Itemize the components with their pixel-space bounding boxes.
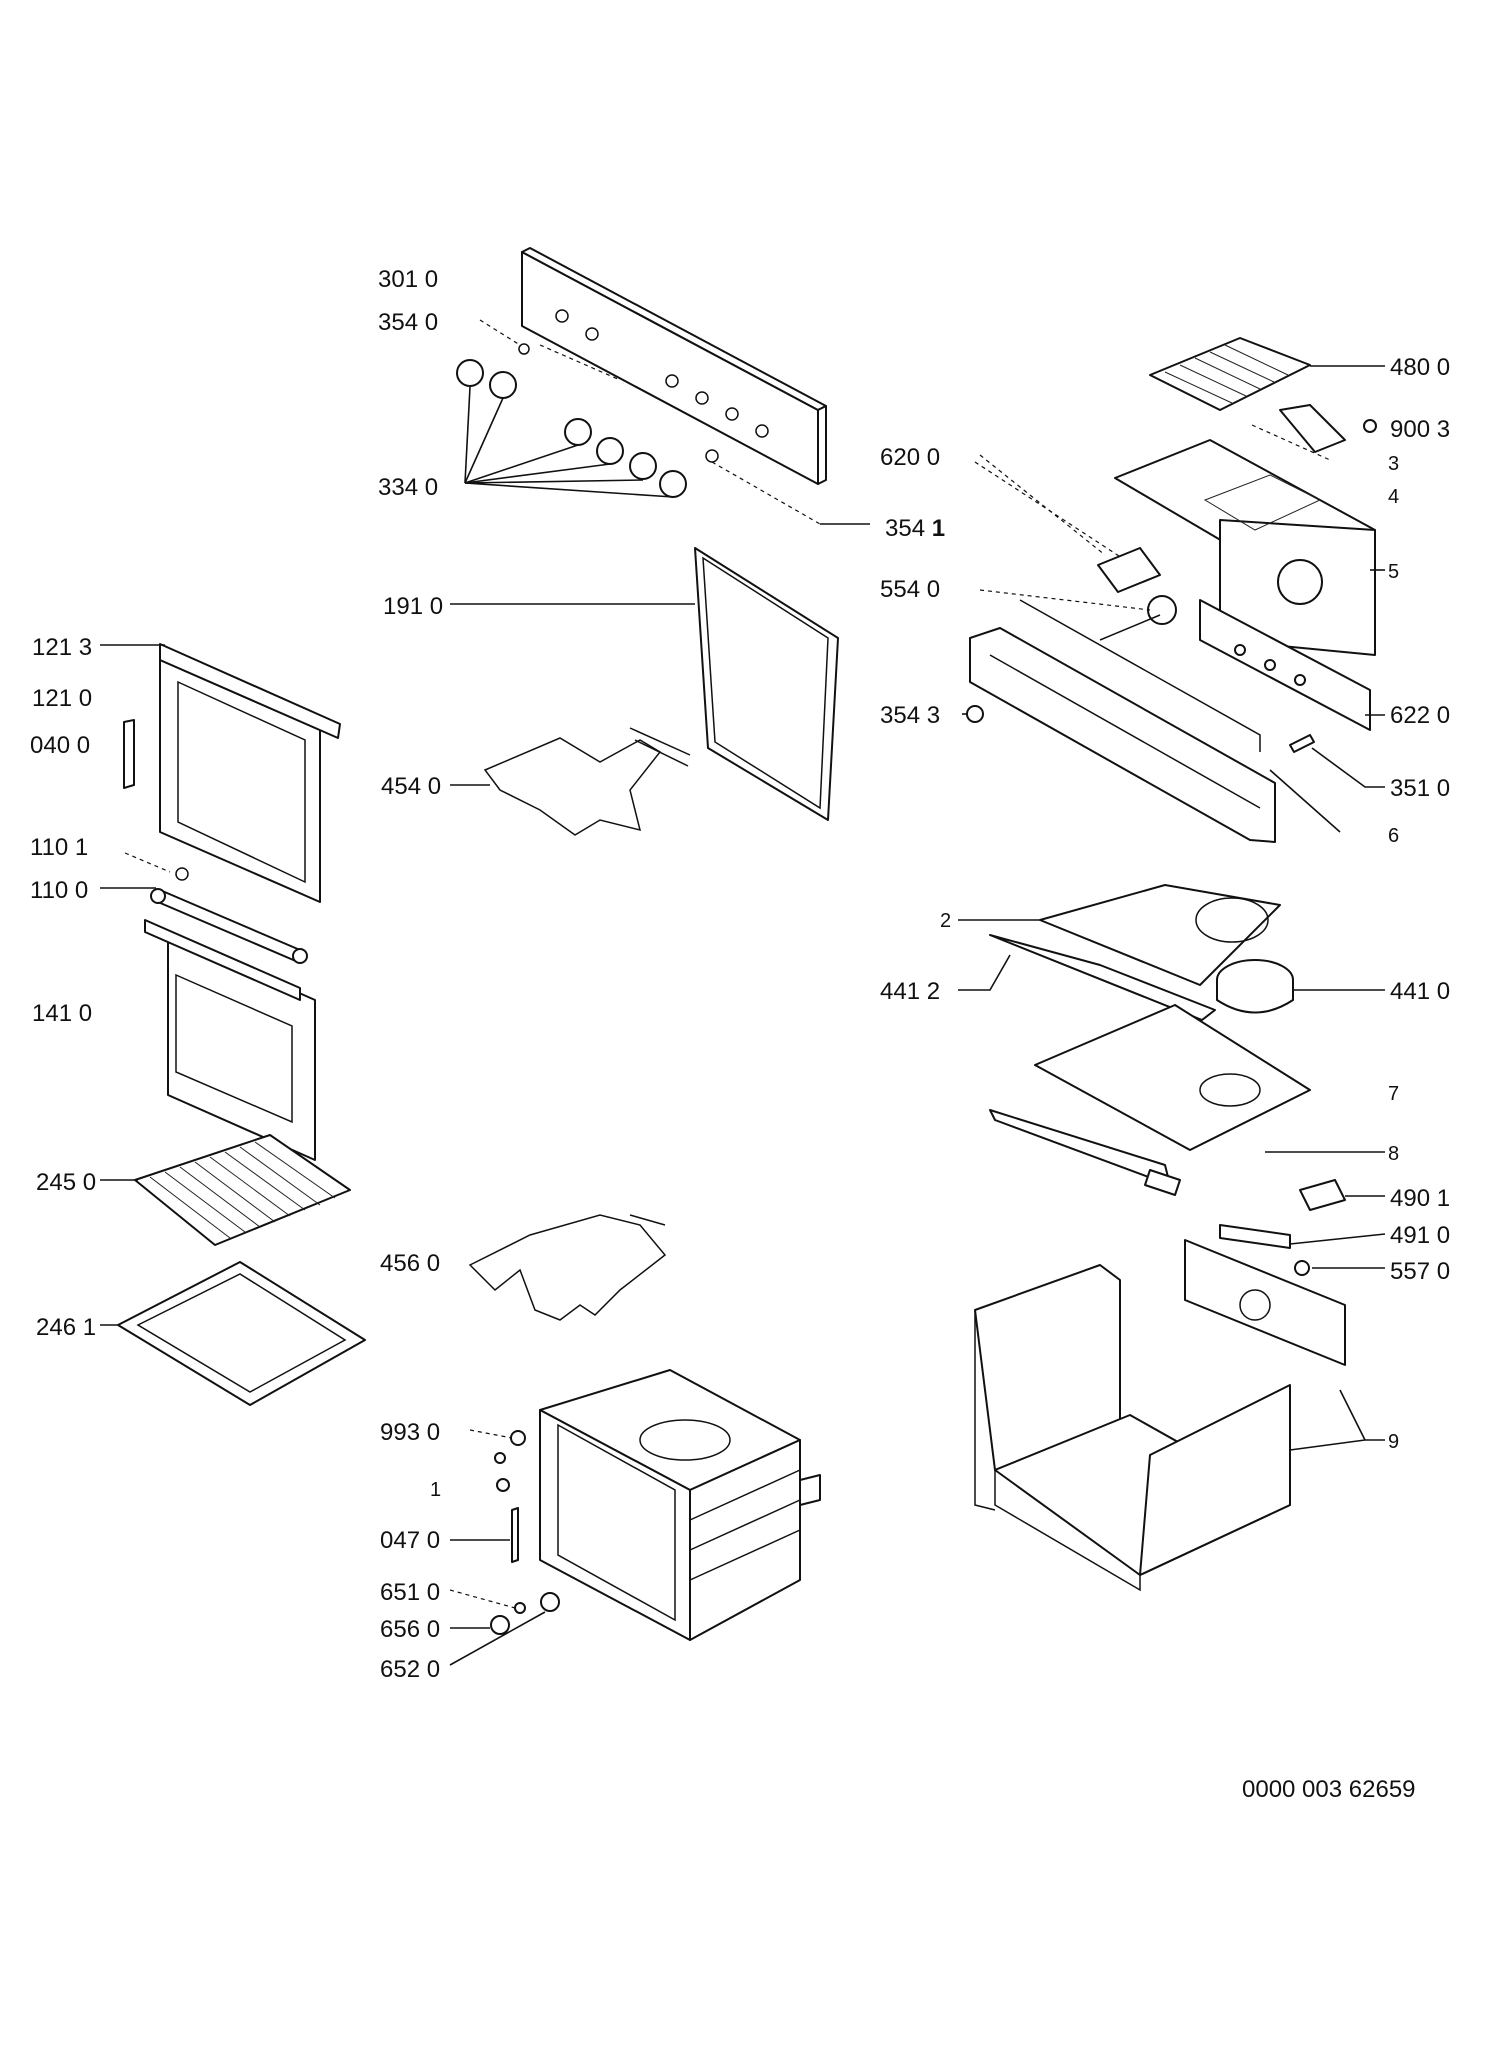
- terminal-block-part: [1199, 599, 1371, 731]
- document-number: 0000 003 62659: [1242, 1776, 1416, 1803]
- label-5: 5: [1388, 561, 1399, 583]
- grill-element-part: [483, 727, 691, 836]
- label-354-0: 354 0: [378, 309, 438, 336]
- label-7: 7: [1388, 1083, 1399, 1105]
- label-047-0: 047 0: [380, 1527, 440, 1554]
- door-gasket-part: [694, 547, 839, 821]
- door-handle-part: [150, 867, 308, 964]
- switch-part: [1097, 547, 1161, 593]
- label-3: 3: [1388, 453, 1399, 475]
- label-480-0: 480 0: [1390, 354, 1450, 381]
- oven-housing-part: [974, 1239, 1346, 1592]
- door-glass-part: [144, 919, 316, 1161]
- label-554-0: 554 0: [880, 576, 940, 603]
- label-121-0: 121 0: [32, 685, 92, 712]
- label-245-0: 245 0: [36, 1169, 96, 1196]
- label-6: 6: [1388, 825, 1399, 847]
- relay-part: [1279, 404, 1377, 453]
- label-141-0: 141 0: [32, 1000, 92, 1027]
- label-656-0: 656 0: [380, 1616, 440, 1643]
- hinge-part: [123, 719, 135, 789]
- label-110-0: 110 0: [30, 877, 88, 904]
- label-246-1: 246 1: [36, 1314, 96, 1341]
- label-651-0: 651 0: [380, 1579, 440, 1606]
- wire-rack-part: [134, 1134, 351, 1246]
- label-351-0: 351 0: [1390, 775, 1450, 802]
- label-652-0: 652 0: [380, 1656, 440, 1683]
- label-8: 8: [1388, 1143, 1399, 1165]
- label-491-0: 491 0: [1390, 1222, 1450, 1249]
- label-454-0: 454 0: [381, 773, 441, 800]
- thermostat-part: [1099, 595, 1177, 641]
- small-parts-part: [490, 1430, 560, 1635]
- knob-set-part: [456, 343, 687, 498]
- control-housing-part: [1114, 439, 1376, 656]
- label-354-1-main: 354: [885, 515, 925, 542]
- label-334-0: 334 0: [378, 474, 438, 501]
- label-191-0: 191 0: [383, 593, 443, 620]
- control-panel-part: [521, 247, 827, 485]
- label-441-2: 441 2: [880, 978, 940, 1005]
- label-2: 2: [940, 910, 951, 932]
- label-040-0: 040 0: [30, 732, 90, 759]
- baking-tray-part: [117, 1261, 366, 1406]
- label-110-1: 110 1: [30, 834, 88, 861]
- bottom-element-part: [468, 1214, 667, 1321]
- label-4: 4: [1388, 486, 1399, 508]
- door-frame-part: [159, 643, 341, 903]
- back-panel-part: [989, 1004, 1311, 1196]
- fan-cover-part: [1149, 337, 1311, 411]
- label-490-1: 490 1: [1390, 1185, 1450, 1212]
- oven-cavity-part: [539, 1369, 821, 1641]
- label-354-1: 354 1: [885, 515, 945, 542]
- label-354-3: 354 3: [880, 702, 940, 729]
- label-441-0: 441 0: [1390, 978, 1450, 1005]
- fan-plate-part: [989, 884, 1281, 1021]
- label-354-1-suffix: 1: [932, 515, 945, 542]
- label-557-0: 557 0: [1390, 1258, 1450, 1285]
- label-622-0: 622 0: [1390, 702, 1450, 729]
- fan-motor-part: [1216, 959, 1294, 1014]
- label-456-0: 456 0: [380, 1250, 440, 1277]
- fascia-part: [969, 599, 1276, 843]
- label-1: 1: [430, 1479, 441, 1501]
- label-993-0: 993 0: [380, 1419, 440, 1446]
- label-9: 9: [1388, 1431, 1399, 1453]
- label-301-0: 301 0: [378, 266, 438, 293]
- label-900-3: 900 3: [1390, 416, 1450, 443]
- label-620-0: 620 0: [880, 444, 940, 471]
- bracket-part: [1219, 1179, 1346, 1276]
- label-121-3: 121 3: [32, 634, 92, 661]
